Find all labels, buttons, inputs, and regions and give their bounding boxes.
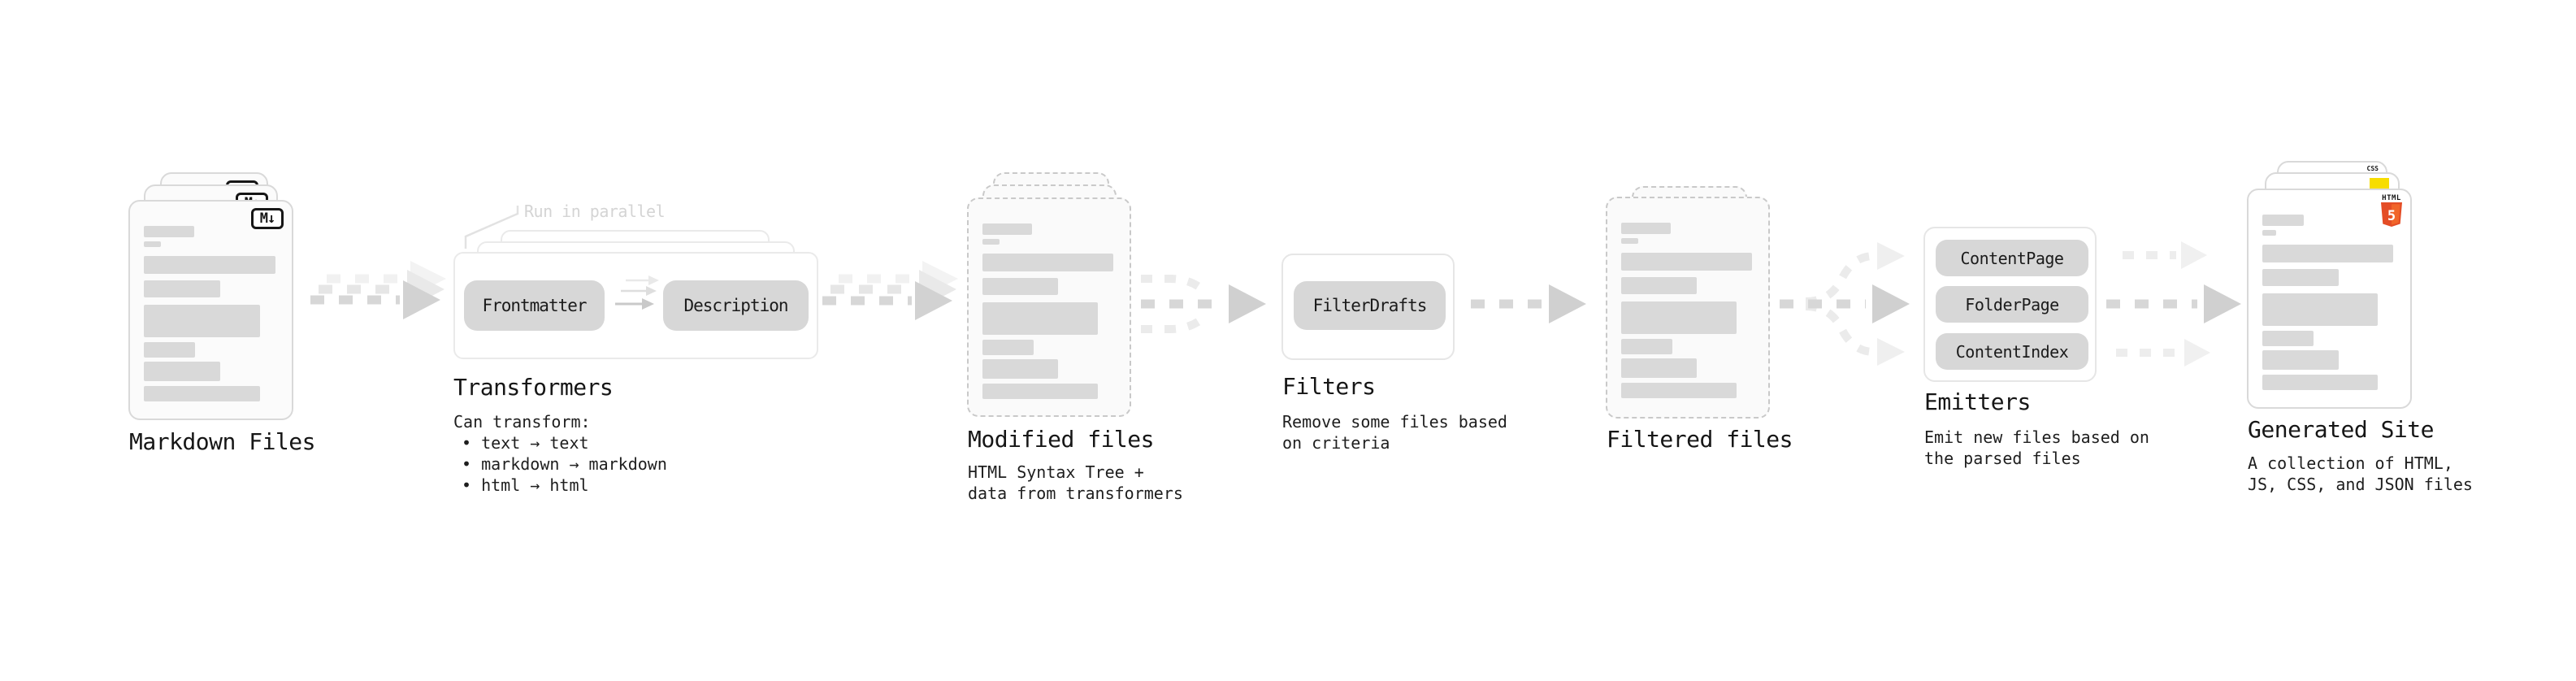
modified-files-label: Modified files — [968, 426, 1155, 453]
html5-icon: HTML 5 — [2379, 194, 2404, 227]
folderpage-pill: FolderPage — [1936, 286, 2088, 323]
filters-desc-line: on criteria — [1282, 433, 1390, 453]
filters-label: Filters — [1282, 373, 1376, 400]
emitters-desc-line: Emit new files based on — [1924, 427, 2149, 447]
js-badge — [2370, 178, 2389, 189]
transformers-bullet: • html → html — [462, 475, 589, 495]
transformers-bullet: • markdown → markdown — [462, 454, 667, 474]
generated-site-description: A collection of HTML, JS, CSS, and JSON … — [2248, 453, 2473, 495]
filtered-files-label: Filtered files — [1607, 426, 1793, 453]
arrow-emitters-to-generated — [2106, 241, 2241, 367]
emitters-desc-line: the parsed files — [1924, 449, 2081, 468]
run-in-parallel-annotation: Run in parallel — [524, 202, 666, 221]
filterdrafts-pill: FilterDrafts — [1294, 281, 1446, 330]
emitters-label: Emitters — [1924, 388, 2031, 415]
arrow-modified-to-filters — [1141, 275, 1266, 333]
arrow-transformers-to-modified — [822, 261, 958, 320]
arrow-markdown-to-transformers — [310, 261, 446, 319]
modified-files-desc-line: HTML Syntax Tree + — [968, 462, 1144, 482]
arrow-filters-to-filtered — [1471, 284, 1586, 323]
generated-site-desc-line: JS, CSS, and JSON files — [2248, 475, 2473, 494]
filters-panel: FilterDrafts — [1281, 254, 1455, 360]
modified-files-desc-line: data from transformers — [968, 484, 1183, 503]
emitters-panel: ContentPage FolderPage ContentIndex — [1923, 227, 2097, 382]
generated-file-card-html: HTML 5 — [2247, 189, 2412, 409]
markdown-icon: M↓ — [251, 208, 284, 229]
description-pill: Description — [663, 280, 809, 331]
generated-site-label: Generated Site — [2248, 416, 2435, 443]
modified-file-card-front — [967, 197, 1131, 417]
file-content-placeholder — [2262, 215, 2393, 390]
file-content-placeholder — [1621, 223, 1752, 398]
transformer-card-front: Frontmatter Description — [453, 252, 818, 359]
svg-text:5: 5 — [2387, 208, 2396, 224]
markdown-file-card-front: M↓ — [128, 200, 293, 420]
modified-files-description: HTML Syntax Tree + data from transformer… — [968, 462, 1183, 504]
html5-word: HTML — [2382, 194, 2401, 202]
arrow-filtered-to-emitters — [1780, 242, 1910, 366]
generated-site-desc-line: A collection of HTML, — [2248, 453, 2453, 473]
filtered-file-card-front — [1606, 197, 1770, 419]
markdown-files-label: Markdown Files — [129, 428, 316, 455]
filters-desc-line: Remove some files based — [1282, 412, 1507, 432]
file-content-placeholder — [144, 226, 275, 401]
transformers-desc-title: Can transform: — [453, 412, 591, 432]
emitters-description: Emit new files based on the parsed files — [1924, 427, 2149, 469]
transformers-bullet: • text → text — [462, 433, 589, 453]
contentindex-pill: ContentIndex — [1936, 333, 2088, 370]
filters-description: Remove some files based on criteria — [1282, 411, 1507, 453]
contentpage-pill: ContentPage — [1936, 240, 2088, 276]
frontmatter-pill: Frontmatter — [464, 280, 605, 331]
transformers-description: Can transform: • text → text • markdown … — [453, 411, 667, 496]
transformers-label: Transformers — [453, 374, 614, 401]
file-content-placeholder — [982, 223, 1113, 399]
